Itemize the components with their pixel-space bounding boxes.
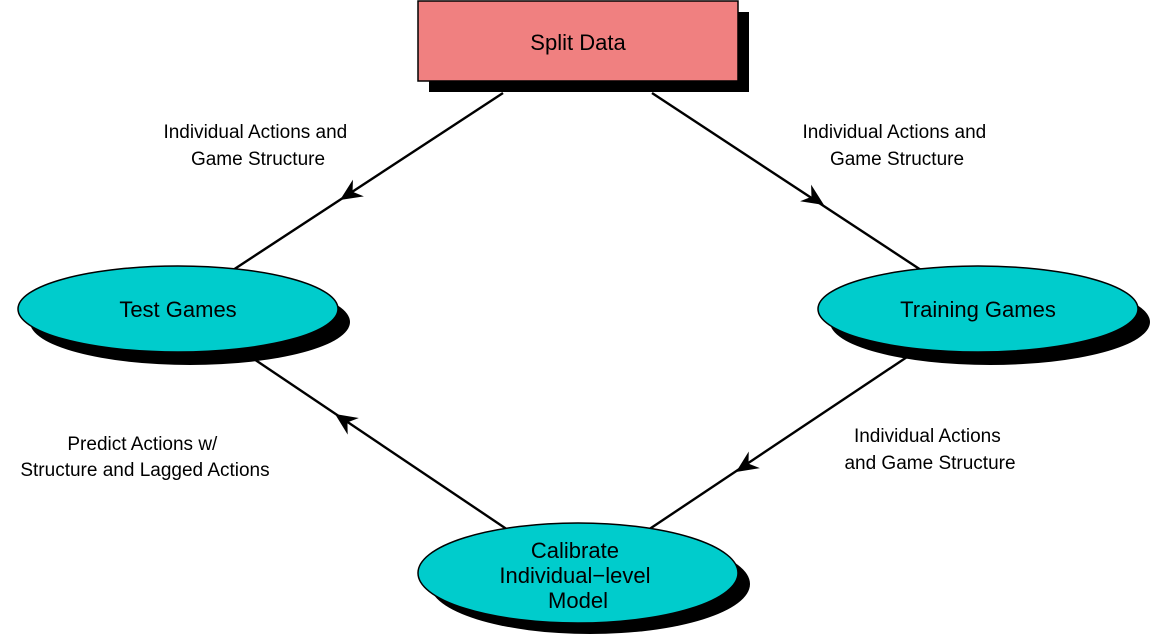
edge-label-split-to-test: Individual Actions and Game Structure: [163, 122, 352, 170]
calibrate-ellipse: [417, 522, 739, 624]
test-games-ellipse: [17, 265, 339, 353]
edge-label-line-2: Game Structure: [830, 149, 964, 170]
edge-label-line-1: Individual Actions and: [163, 122, 347, 143]
edge-label-line-2: Game Structure: [191, 149, 325, 170]
edge-label-line-1: Individual Actions and: [802, 122, 986, 143]
node-training-games: Training Games: [817, 265, 1150, 365]
split-data-label: Split Data: [530, 30, 626, 55]
arrowhead-icon: [335, 414, 359, 435]
edge-label-split-to-training: Individual Actions and Game Structure: [802, 122, 991, 170]
arrowhead-icon: [800, 184, 824, 205]
node-test-games: Test Games: [17, 265, 350, 365]
split-data-box: [417, 0, 739, 82]
node-split-data: Split Data: [417, 0, 749, 92]
arrowhead-icon: [736, 451, 760, 472]
calibrate-label-line-2: Individual−level: [499, 563, 650, 588]
test-games-label: Test Games: [119, 297, 236, 322]
training-games-label: Training Games: [900, 297, 1056, 322]
edge-label-line-1: Individual Actions: [854, 426, 1001, 447]
edge-label-calibrate-to-test: Predict Actions w/ Structure and Lagged …: [20, 434, 269, 481]
node-calibrate: Calibrate Individual−level Model: [417, 522, 750, 634]
edge-label-training-to-calibrate: Individual Actions and Game Structure: [844, 426, 1015, 474]
edge-split-to-training: [651, 91, 922, 272]
edge-label-line-1: Predict Actions w/: [67, 434, 218, 455]
edge-label-line-2: and Game Structure: [844, 453, 1015, 474]
edge-label-line-2: Structure and Lagged Actions: [20, 460, 269, 481]
arrowhead-icon: [340, 179, 364, 200]
edge-training-to-calibrate: [644, 354, 911, 533]
edge-split-to-test: [232, 91, 504, 272]
calibrate-label-line-3: Model: [548, 588, 608, 613]
calibrate-label: Calibrate Individual−level Model: [499, 538, 656, 613]
calibrate-label-line-1: Calibrate: [531, 538, 619, 563]
training-games-ellipse: [817, 265, 1139, 353]
edge-calibrate-to-test: [247, 354, 512, 533]
